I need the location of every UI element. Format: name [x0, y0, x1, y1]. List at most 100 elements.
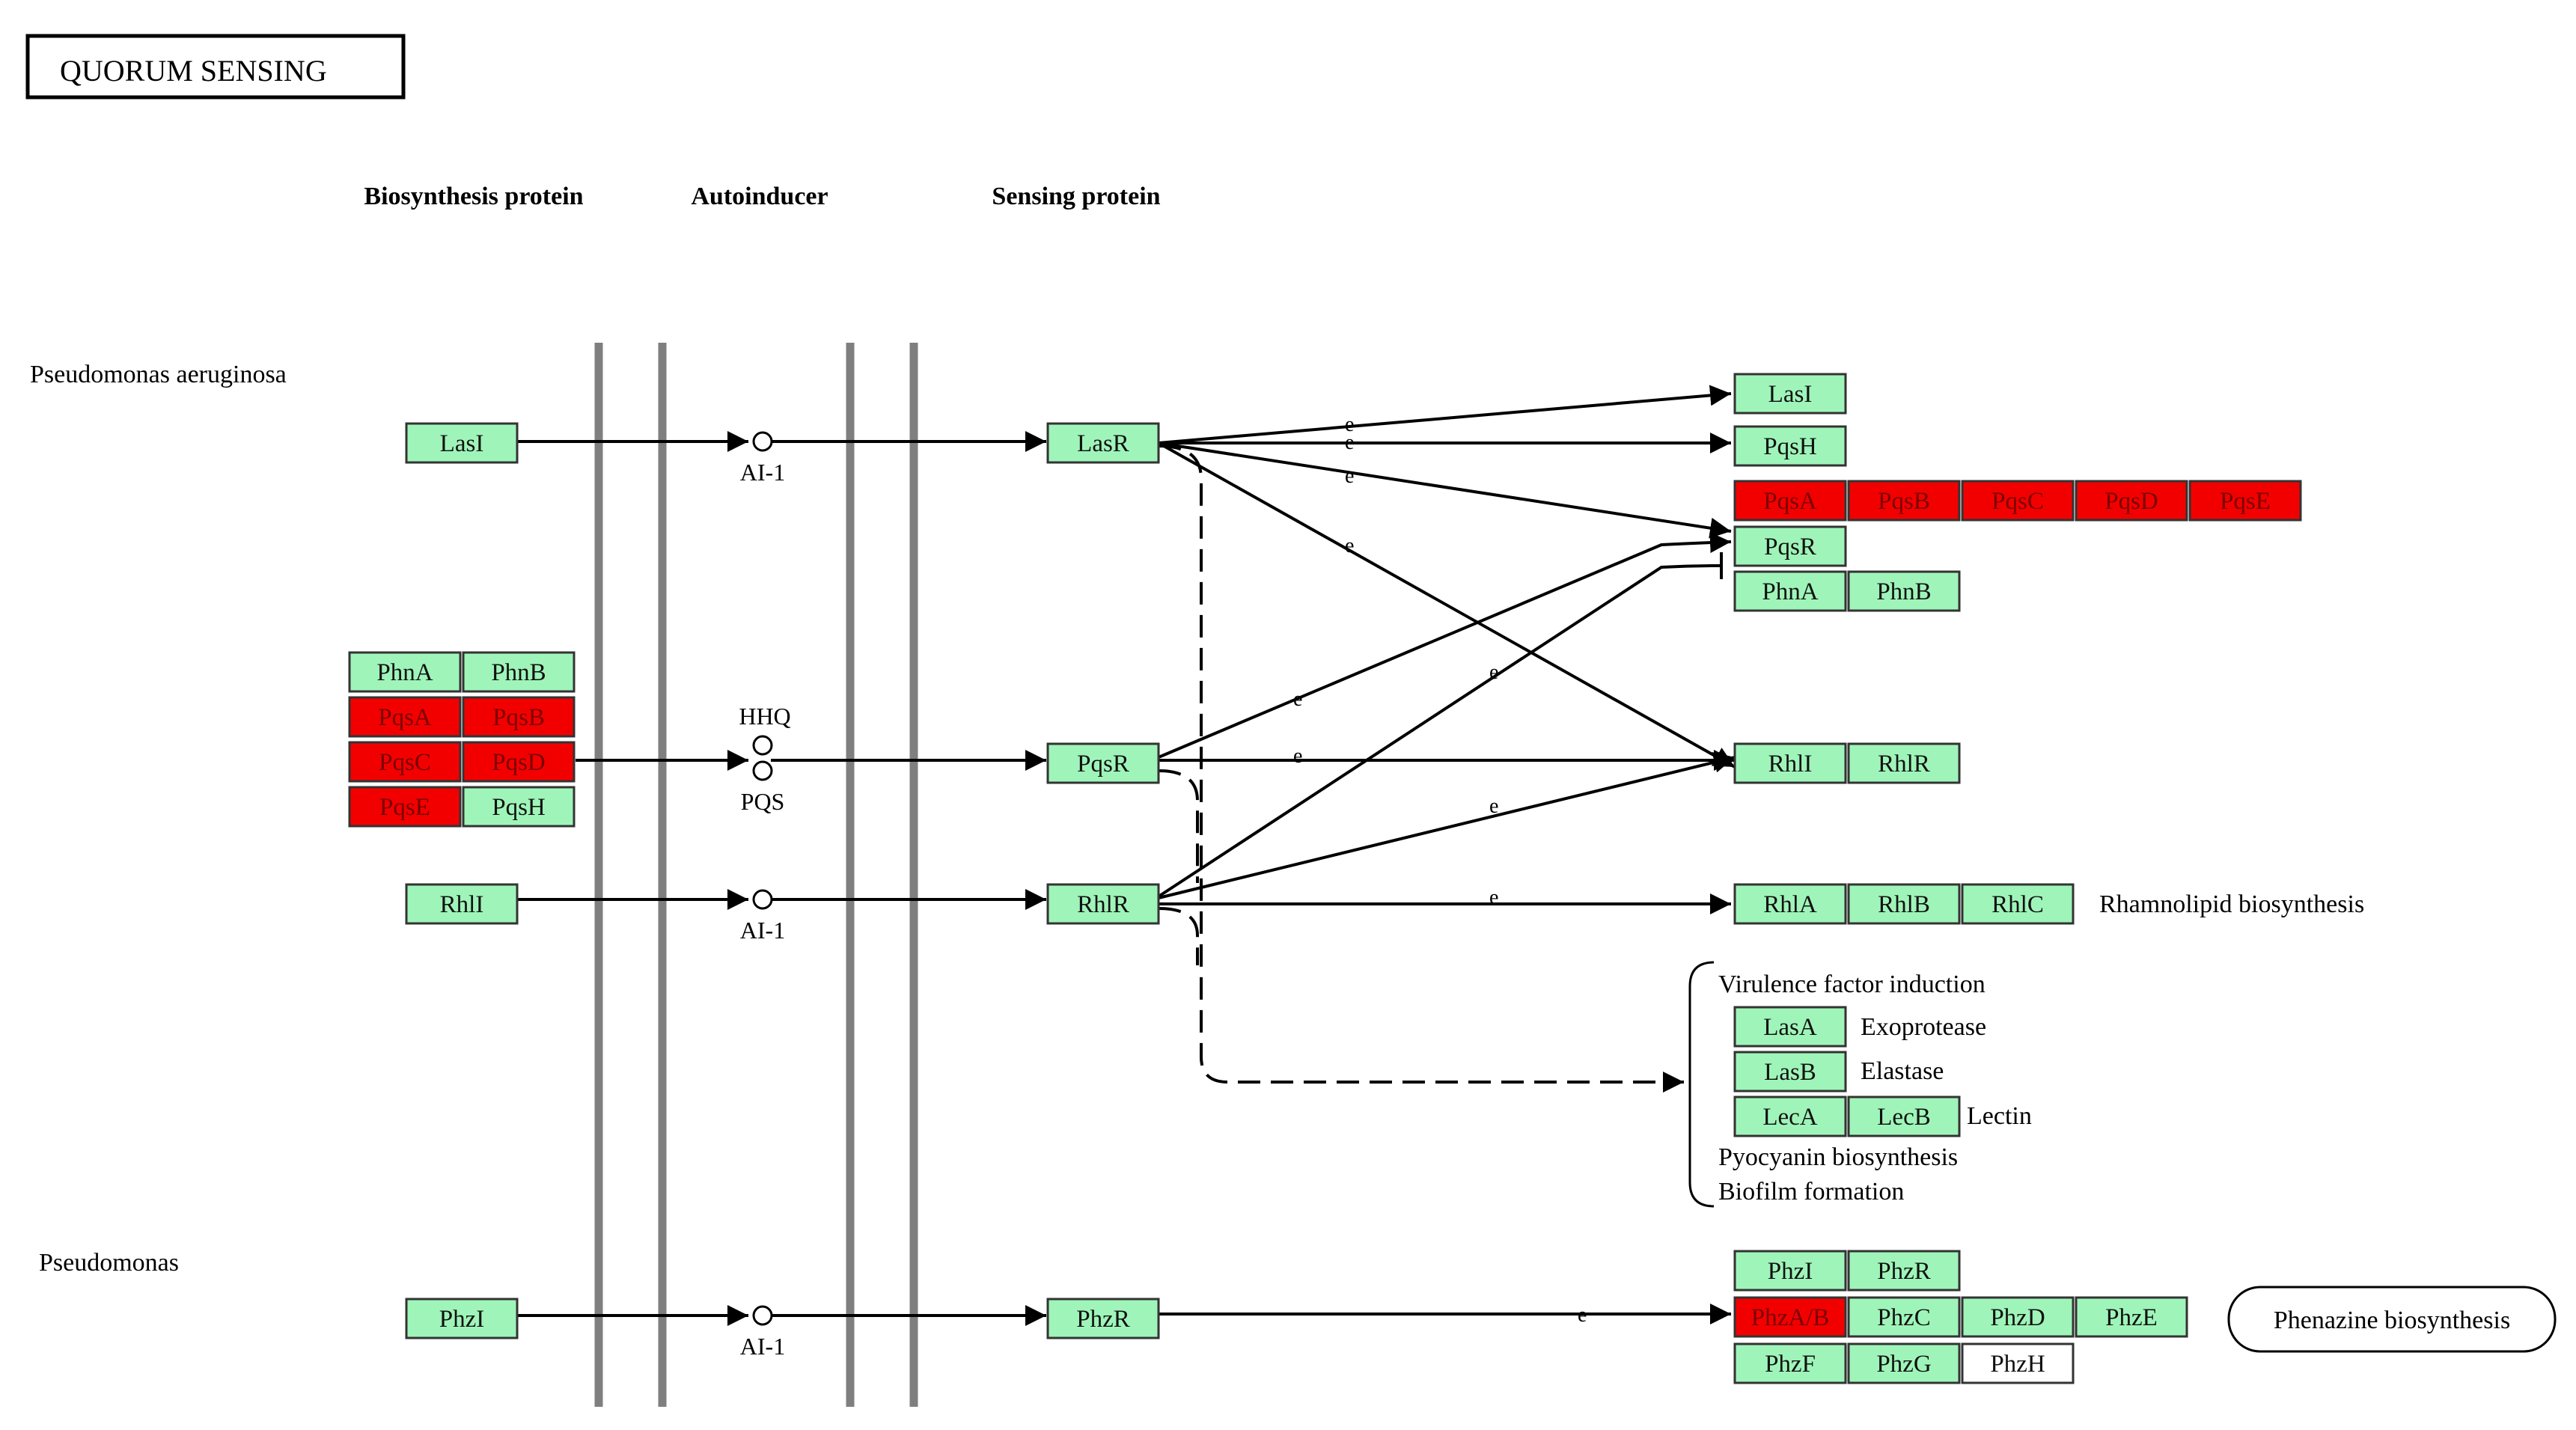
- gene-pqsb-src[interactable]: PqsB: [462, 696, 576, 738]
- gene-phzh[interactable]: PhzH: [1961, 1342, 2075, 1384]
- gene-pqsd-src[interactable]: PqsD: [462, 741, 576, 783]
- gene-label: PhzE: [2105, 1304, 2158, 1331]
- gene-phzi-tgt[interactable]: PhzI: [1733, 1250, 1847, 1292]
- gene-label: PqsE: [2220, 488, 2271, 515]
- gene-phzg[interactable]: PhzG: [1847, 1342, 1961, 1384]
- membrane-lines: [594, 343, 918, 1407]
- header-sensing: Sensing protein: [992, 183, 1160, 210]
- gene-leca[interactable]: LecA: [1733, 1096, 1847, 1137]
- label-ai1-mid: AI-1: [740, 917, 785, 944]
- gene-pqsa-tgt[interactable]: PqsA: [1733, 480, 1847, 522]
- gene-rhlr[interactable]: RhlR: [1046, 883, 1160, 925]
- header-biosynthesis: Biosynthesis protein: [364, 183, 583, 210]
- gene-lasb[interactable]: LasB: [1733, 1051, 1847, 1093]
- gene-rhla[interactable]: RhlA: [1733, 883, 1847, 925]
- gene-lasa[interactable]: LasA: [1733, 1006, 1847, 1048]
- label-pqs: PQS: [741, 788, 785, 815]
- gene-pqsh-src[interactable]: PqsH: [462, 786, 576, 828]
- gene-box-rect: [462, 696, 576, 738]
- gene-phna-src[interactable]: PhnA: [348, 651, 462, 693]
- gene-box-rect: [1847, 1096, 1961, 1137]
- gene-phzc[interactable]: PhzC: [1847, 1296, 1961, 1338]
- gene-label: PhnA: [1762, 578, 1818, 605]
- phenazine-biosynthesis-node[interactable]: Phenazine biosynthesis: [2227, 1286, 2557, 1353]
- gene-phzf[interactable]: PhzF: [1733, 1342, 1847, 1384]
- gene-rhlc[interactable]: RhlC: [1961, 883, 2075, 925]
- gene-pqsh-tgt[interactable]: PqsH: [1733, 425, 1847, 467]
- gene-label: RhlR: [1077, 891, 1129, 918]
- gene-box-rect: [1733, 1296, 1847, 1338]
- gene-pqsb-tgt[interactable]: PqsB: [1847, 480, 1961, 522]
- edge-label: e: [1489, 886, 1498, 909]
- gene-box-rect: [1046, 1298, 1160, 1339]
- gene-lasi-tgt[interactable]: LasI: [1733, 373, 1847, 415]
- gene-label: PqsE: [379, 794, 430, 821]
- gene-pqsc-src[interactable]: PqsC: [348, 741, 462, 783]
- gene-label: LasA: [1763, 1014, 1817, 1041]
- gene-label: LecB: [1877, 1104, 1930, 1131]
- gene-box-rect: [1046, 883, 1160, 925]
- gene-phzr-tgt[interactable]: PhzR: [1847, 1250, 1961, 1292]
- header-autoinducer: Autoinducer: [691, 183, 828, 210]
- gene-rhli-src[interactable]: RhlI: [405, 883, 519, 925]
- gene-phze[interactable]: PhzE: [2075, 1296, 2188, 1338]
- gene-label: PhzR: [1076, 1306, 1130, 1333]
- gene-phzab[interactable]: PhzA/B: [1733, 1296, 1847, 1338]
- gene-pqsr-tgt[interactable]: PqsR: [1733, 525, 1847, 567]
- gene-phnb-src[interactable]: PhnB: [462, 651, 576, 693]
- gene-pqsd-tgt[interactable]: PqsD: [2075, 480, 2188, 522]
- gene-phzi-src[interactable]: PhzI: [405, 1298, 519, 1339]
- species-pseudomonas: Pseudomonas: [39, 1249, 179, 1277]
- edge-label: e: [1345, 534, 1354, 557]
- gene-phzr[interactable]: PhzR: [1046, 1298, 1160, 1339]
- output-exoprotease: Exoprotease: [1861, 1013, 1986, 1041]
- gene-label: PhnA: [376, 659, 433, 686]
- gene-label: PqsC: [379, 749, 431, 776]
- gene-box-rect: [1847, 570, 1961, 612]
- edge-label: e: [1489, 661, 1498, 684]
- gene-rhlb[interactable]: RhlB: [1847, 883, 1961, 925]
- gene-lasi-src[interactable]: LasI: [405, 422, 519, 464]
- compound-ai1-top[interactable]: [752, 431, 773, 452]
- gene-pqsc-tgt[interactable]: PqsC: [1961, 480, 2075, 522]
- gene-phzd[interactable]: PhzD: [1961, 1296, 2075, 1338]
- output-elastase: Elastase: [1861, 1057, 1944, 1085]
- compound-ai1-mid[interactable]: [752, 889, 773, 910]
- gene-pqse-tgt[interactable]: PqsE: [2188, 480, 2302, 522]
- gene-rhlr-tgt[interactable]: RhlR: [1847, 742, 1961, 784]
- output-biofilm: Biofilm formation: [1718, 1178, 1904, 1206]
- phenazine-label: Phenazine biosynthesis: [2274, 1307, 2510, 1334]
- gene-pqse-src[interactable]: PqsE: [348, 786, 462, 828]
- gene-box-rect: [1733, 570, 1847, 612]
- compound-hhq[interactable]: [752, 735, 773, 756]
- gene-box-rect: [1961, 1296, 2075, 1338]
- gene-pqsr-mid[interactable]: PqsR: [1046, 742, 1160, 784]
- edge-label: e: [1293, 745, 1302, 768]
- gene-label: RhlB: [1878, 891, 1930, 918]
- species-aeruginosa: Pseudomonas aeruginosa: [30, 361, 287, 388]
- gene-label: PqsA: [1763, 488, 1817, 515]
- gene-label: PqsB: [1878, 488, 1930, 515]
- gene-lasr[interactable]: LasR: [1046, 422, 1160, 464]
- output-rhamnolipid: Rhamnolipid biosynthesis: [2099, 890, 2364, 918]
- compound-ai1-bottom[interactable]: [752, 1305, 773, 1326]
- gene-lecb[interactable]: LecB: [1847, 1096, 1961, 1137]
- compound-pqs[interactable]: [752, 760, 773, 781]
- edge-labels: e e e e e e e e e e: [1293, 413, 1587, 1327]
- gene-pqsa-src[interactable]: PqsA: [348, 696, 462, 738]
- gene-phnb-tgt[interactable]: PhnB: [1847, 570, 1961, 612]
- gene-box-rect: [1733, 1006, 1847, 1048]
- gene-rhli-tgt[interactable]: RhlI: [1733, 742, 1847, 784]
- gene-label: RhlR: [1878, 751, 1930, 777]
- output-virulence: Virulence factor induction: [1718, 971, 1986, 998]
- gene-box-rect: [348, 786, 462, 828]
- gene-label: PhzI: [1768, 1258, 1813, 1285]
- edge-label: e: [1345, 465, 1354, 488]
- gene-box-rect: [2188, 480, 2302, 522]
- gene-box-rect: [348, 741, 462, 783]
- gene-phna-tgt[interactable]: PhnA: [1733, 570, 1847, 612]
- gene-label: PqsR: [1764, 534, 1816, 560]
- edge-label: e: [1293, 688, 1302, 711]
- gene-label: PqsH: [492, 794, 546, 821]
